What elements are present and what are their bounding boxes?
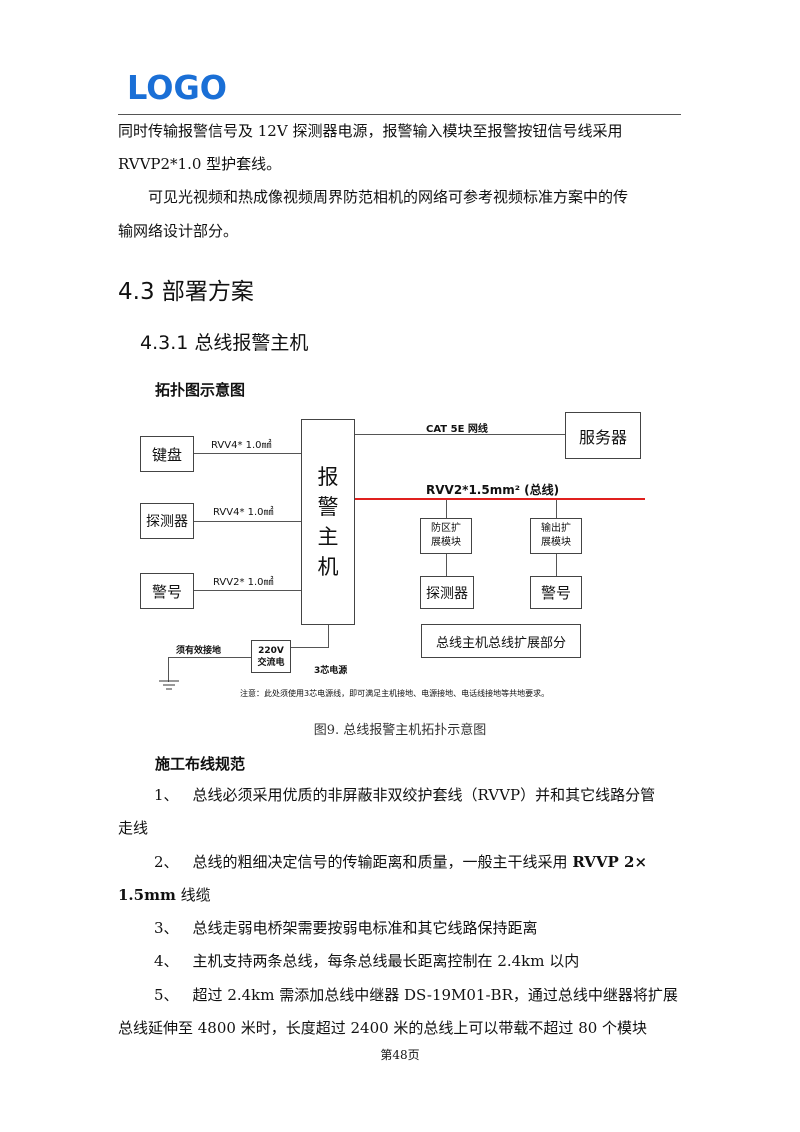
logo-text: LOGO [127, 70, 227, 104]
list-item-3-number: 3、 [154, 919, 179, 937]
power-riser [328, 625, 329, 647]
zone-module-drop [446, 500, 447, 518]
power-cable-label: 3芯电源 [314, 666, 348, 676]
list-item-5: 5、超过 2.4km 需添加总线中继器 DS-19M01-BR，通过总线中继器将… [154, 985, 724, 1005]
zone-module-label-2: 展模块 [431, 537, 461, 548]
alarm-host-box: 报 警 主 机 [301, 419, 355, 625]
ground-icon [159, 680, 179, 690]
power-label-1: 220V [258, 645, 284, 656]
cable-keyboard-label: RVV4* 1.0㎟ [211, 440, 272, 451]
cable-siren-label: RVV2* 1.0㎟ [213, 577, 274, 588]
section-title: 4.3 部署方案 [118, 279, 254, 305]
host-char-2: 警 [317, 495, 339, 519]
list-item-2-bold-cont: 1.5mm [118, 886, 176, 904]
host-char-1: 报 [317, 465, 339, 489]
list-item-4-number: 4、 [154, 952, 179, 970]
host-char-3: 主 [317, 525, 339, 549]
list-item-1-text: 总线必须采用优质的非屏蔽非双绞护套线（RVVP）并和其它线路分管 [192, 786, 656, 804]
figure-caption: 图9. 总线报警主机拓扑示意图 [313, 723, 487, 738]
output-module-box: 输出扩 展模块 [530, 518, 582, 554]
list-item-2-number: 2、 [154, 853, 179, 871]
power-box: 220V 交流电 [251, 640, 291, 673]
list-item-2: 2、总线的粗细决定信号的传输距离和质量，一般主干线采用 RVVP 2× [154, 852, 724, 872]
list-item-1: 1、总线必须采用优质的非屏蔽非双绞护套线（RVVP）并和其它线路分管 [154, 785, 724, 805]
network-cable-label: CAT 5E 网线 [426, 424, 488, 435]
server-box: 服务器 [565, 412, 641, 459]
cable-detector-label: RVV4* 1.0㎟ [213, 507, 274, 518]
bus-line [355, 498, 645, 500]
diagram-note: 注意：此处须使用3芯电源线，即可满足主机接地、电源接地、电话线接地等共地要求。 [240, 689, 550, 698]
keyboard-box: 键盘 [140, 436, 194, 472]
ground-wire [168, 657, 251, 658]
detector-left-label: 探测器 [146, 514, 188, 530]
list-item-2-bold: RVVP 2× [572, 853, 648, 871]
list-item-5-cont: 总线延伸至 4800 米时，长度超过 2400 米的总线上可以带载不超过 80 … [118, 1019, 648, 1037]
intro-line-4: 输网络设计部分。 [118, 222, 239, 240]
list-item-5-text: 超过 2.4km 需添加总线中继器 DS-19M01-BR，通过总线中继器将扩展 [192, 986, 678, 1004]
bus-extension-label: 总线主机总线扩展部分 [435, 635, 566, 651]
detector-right-box: 探测器 [420, 576, 474, 609]
subsection-title: 4.3.1 总线报警主机 [140, 332, 309, 354]
list-item-2-text: 总线的粗细决定信号的传输距离和质量，一般主干线采用 [192, 853, 573, 871]
zone-module-box: 防区扩 展模块 [420, 518, 472, 554]
list-item-4-text: 主机支持两条总线，每条总线最长距离控制在 2.4km 以内 [192, 952, 580, 970]
siren-left-label: 警号 [151, 582, 182, 601]
host-char-4: 机 [317, 555, 339, 579]
siren-left-box: 警号 [140, 573, 194, 609]
list-item-4: 4、主机支持两条总线，每条总线最长距离控制在 2.4km 以内 [154, 951, 724, 971]
page-number: 第48页 [380, 1048, 420, 1062]
list-item-1-cont: 走线 [118, 819, 149, 837]
siren-link [194, 590, 301, 591]
detector-link [194, 521, 301, 522]
logo: LOGO [127, 70, 227, 104]
zone-detector-link [446, 554, 447, 576]
list-item-2-text-cont: 线缆 [175, 886, 211, 904]
output-siren-link [556, 554, 557, 576]
power-label-2: 交流电 [257, 657, 285, 668]
detector-right-label: 探测器 [426, 585, 468, 602]
detector-left-box: 探测器 [140, 503, 194, 539]
output-module-drop [556, 500, 557, 518]
ground-label: 须有效接地 [176, 646, 222, 656]
intro-line-2: RVVP2*1.0 型护套线。 [118, 155, 282, 173]
output-module-label-1: 输出扩 [541, 523, 571, 534]
power-link [291, 647, 329, 648]
keyboard-label: 键盘 [151, 445, 182, 464]
intro-line-1: 同时传输报警信号及 12V 探测器电源，报警输入模块至报警按钮信号线采用 [118, 122, 623, 140]
zone-module-label-1: 防区扩 [431, 523, 461, 534]
header-rule [118, 114, 681, 115]
spec-title: 施工布线规范 [155, 755, 246, 773]
intro-line-3: 可见光视频和热成像视频周界防范相机的网络可参考视频标准方案中的传 [148, 188, 629, 206]
list-item-3-text: 总线走弱电桥架需要按弱电标准和其它线路保持距离 [192, 919, 538, 937]
siren-right-box: 警号 [530, 576, 582, 609]
list-item-2-cont: 1.5mm 线缆 [118, 885, 688, 905]
ground-drop [168, 657, 169, 682]
server-label: 服务器 [578, 427, 627, 447]
list-item-1-number: 1、 [154, 786, 179, 804]
siren-right-label: 警号 [540, 584, 571, 602]
topology-label: 拓扑图示意图 [155, 381, 246, 399]
keyboard-link [194, 453, 301, 454]
list-item-3: 3、总线走弱电桥架需要按弱电标准和其它线路保持距离 [154, 918, 724, 938]
bus-label: RVV2*1.5mm² (总线) [426, 483, 560, 497]
network-link [355, 434, 565, 435]
output-module-label-2: 展模块 [541, 537, 571, 548]
bus-extension-box: 总线主机总线扩展部分 [421, 624, 581, 658]
list-item-5-number: 5、 [154, 986, 179, 1004]
